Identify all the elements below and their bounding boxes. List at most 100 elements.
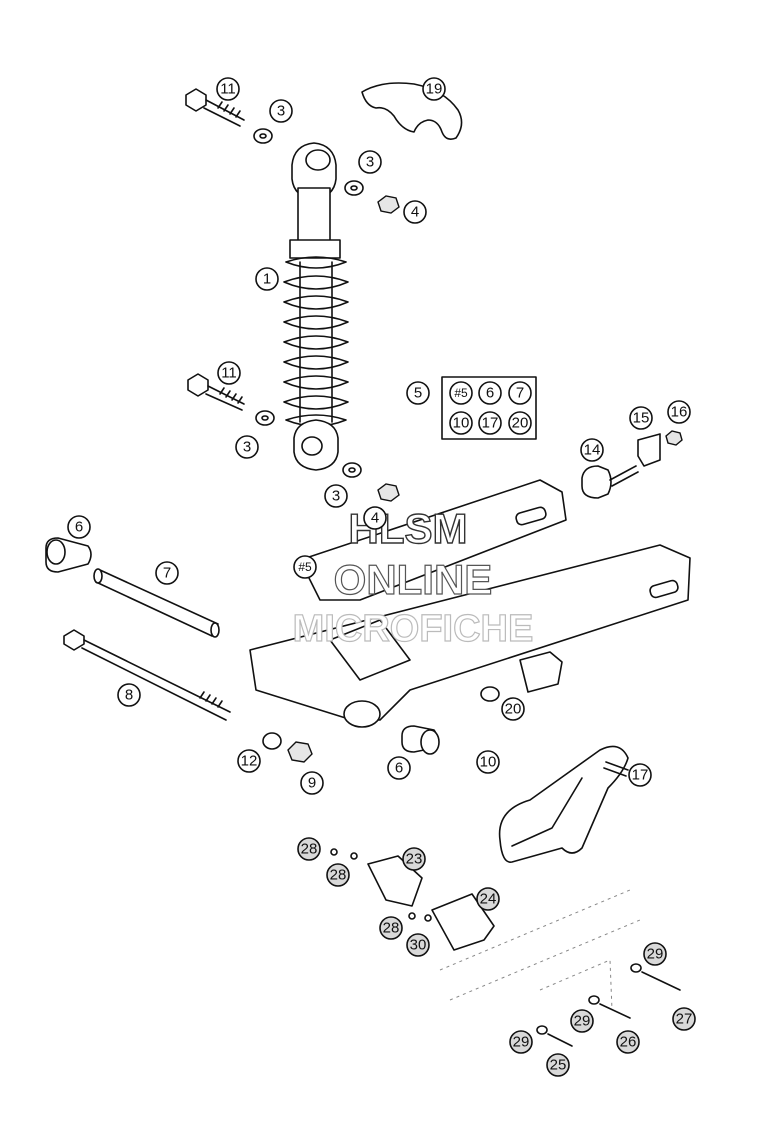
callout-4: 4 [403, 200, 427, 224]
svg-text:11: 11 [221, 365, 237, 382]
chain-guide-roller [581, 465, 639, 499]
callout-3: 3 [235, 435, 259, 459]
svg-text:3: 3 [277, 103, 285, 120]
svg-text:17: 17 [632, 767, 649, 784]
svg-text:4: 4 [411, 204, 419, 221]
callout-30: 30 [406, 933, 430, 957]
hook-spanner [361, 82, 463, 140]
washer-12 [262, 732, 282, 750]
callout-kit-5: #5 [293, 555, 317, 579]
callout-25: 25 [546, 1053, 570, 1077]
nut-16 [665, 430, 683, 446]
screw-17 [603, 761, 629, 777]
svg-text:9: 9 [308, 775, 316, 792]
bolt-upper [185, 88, 245, 127]
kit-item-20: 20 [508, 411, 532, 435]
nut-9 [287, 741, 313, 763]
svg-text:20: 20 [505, 701, 522, 718]
callout-4: 4 [363, 506, 387, 530]
callout-28: 28 [379, 916, 403, 940]
callout-24: 24 [476, 887, 500, 911]
callout-28: 28 [297, 837, 321, 861]
callout-23: 23 [402, 847, 426, 871]
svg-text:1: 1 [263, 271, 271, 288]
svg-text:17: 17 [482, 415, 499, 432]
svg-text:25: 25 [550, 1057, 567, 1074]
svg-text:3: 3 [332, 488, 340, 505]
svg-text:24: 24 [480, 891, 497, 908]
svg-text:8: 8 [125, 687, 133, 704]
callout-11: 11 [217, 361, 241, 385]
svg-text:4: 4 [371, 510, 379, 527]
callout-27: 27 [672, 1007, 696, 1031]
callout-20: 20 [501, 697, 525, 721]
callout-9: 9 [300, 771, 324, 795]
svg-text:20: 20 [512, 415, 529, 432]
svg-text:26: 26 [620, 1034, 637, 1051]
bracket-15 [637, 433, 661, 467]
callout-16: 16 [667, 400, 691, 424]
callout-5: 5 [406, 381, 430, 405]
callout-3: 3 [358, 150, 382, 174]
callout-29: 29 [643, 942, 667, 966]
swingarm [249, 479, 691, 728]
nuts [377, 195, 400, 502]
svg-text:#5: #5 [454, 386, 468, 400]
svg-text:29: 29 [574, 1013, 591, 1030]
svg-text:15: 15 [633, 410, 650, 427]
bolt-lower [187, 373, 245, 411]
svg-text:11: 11 [220, 81, 236, 98]
washers [253, 128, 364, 478]
svg-text:10: 10 [480, 754, 497, 771]
callout-28: 28 [326, 863, 350, 887]
svg-text:7: 7 [163, 565, 171, 582]
svg-text:5: 5 [414, 385, 422, 402]
callout-10: 10 [476, 750, 500, 774]
kit-item-5: #5 [449, 381, 473, 405]
svg-text:14: 14 [584, 442, 601, 459]
kit-item-17: 17 [478, 411, 502, 435]
shock-absorber [283, 142, 349, 471]
callout-26: 26 [616, 1030, 640, 1054]
callout-7: 7 [155, 561, 179, 585]
svg-text:29: 29 [647, 946, 664, 963]
bushings [45, 537, 440, 755]
svg-text:3: 3 [243, 439, 251, 456]
chain-guide-mount [330, 848, 681, 1047]
callout-15: 15 [629, 406, 653, 430]
svg-text:7: 7 [516, 385, 524, 402]
callout-17: 17 [628, 763, 652, 787]
callout-6: 6 [67, 515, 91, 539]
callout-11: 11 [216, 77, 240, 101]
svg-text:19: 19 [426, 81, 443, 98]
callout-19: 19 [422, 77, 446, 101]
svg-text:28: 28 [330, 867, 347, 884]
svg-text:29: 29 [513, 1034, 530, 1051]
callout-3: 3 [324, 484, 348, 508]
svg-text:6: 6 [395, 760, 403, 777]
callout-6: 6 [387, 756, 411, 780]
svg-text:23: 23 [406, 851, 423, 868]
callout-3: 3 [269, 99, 293, 123]
callout-29: 29 [509, 1030, 533, 1054]
svg-text:28: 28 [301, 841, 318, 858]
svg-text:30: 30 [410, 937, 427, 954]
watermark-line-3: MICROFICHE [293, 608, 534, 650]
svg-text:10: 10 [453, 415, 470, 432]
svg-text:#5: #5 [298, 560, 312, 574]
kit-item-10: 10 [449, 411, 473, 435]
watermark: HLSM ONLINE MICROFICHE [292, 504, 534, 650]
callout-14: 14 [580, 438, 604, 462]
callout-12: 12 [237, 749, 261, 773]
kit-box [441, 376, 537, 440]
svg-text:27: 27 [676, 1011, 693, 1028]
svg-text:3: 3 [366, 154, 374, 171]
svg-text:6: 6 [75, 519, 83, 536]
kit-item-6: 6 [478, 381, 502, 405]
pivot-bolt [63, 629, 231, 721]
svg-text:12: 12 [241, 753, 258, 770]
callout-29: 29 [570, 1009, 594, 1033]
svg-text:16: 16 [671, 404, 688, 421]
svg-text:28: 28 [383, 920, 400, 937]
